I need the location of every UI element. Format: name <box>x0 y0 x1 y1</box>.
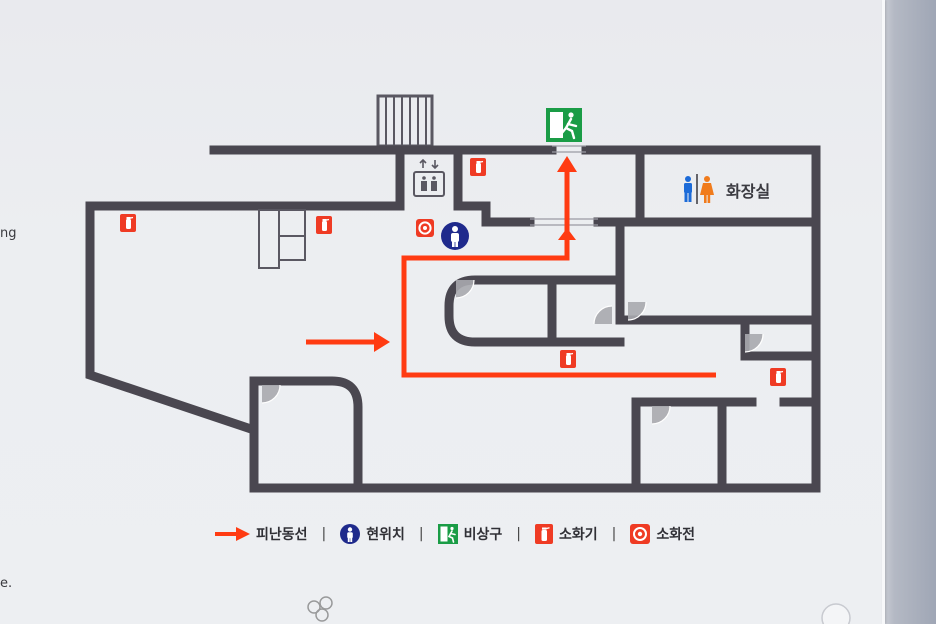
elevator-icon <box>413 158 445 197</box>
legend-item-evacuation-route: 피난동선 <box>214 524 308 544</box>
evacuation-route-arrow-icon <box>215 527 250 541</box>
fire-hydrant-icon <box>630 524 651 544</box>
emergency-exit-icon <box>546 108 582 142</box>
restroom-label: 화장실 <box>726 182 771 201</box>
legend-item-fire-extinguisher: 소화기 <box>534 524 598 544</box>
legend-separator: | <box>516 526 521 542</box>
walls <box>85 145 821 493</box>
kiosk-structure <box>258 209 306 269</box>
legend-separator: | <box>321 526 327 542</box>
legend-separator: | <box>611 526 617 542</box>
side-text-fragment-top: ng <box>0 226 17 241</box>
emergency-exit-icon <box>437 524 458 544</box>
side-text-fragment-bottom: e. <box>0 576 13 591</box>
stairs <box>376 94 434 148</box>
floor-plan <box>85 94 851 624</box>
legend-separator: | <box>418 526 424 542</box>
legend-label: 비상구 <box>463 527 503 543</box>
legend-label: 현위치 <box>366 527 405 543</box>
legend-item-emergency-exit: 비상구 <box>437 524 503 544</box>
legend-item-fire-hydrant: 소화전 <box>630 524 695 544</box>
restroom-icon <box>684 174 714 204</box>
evacuation-map-board <box>0 0 884 624</box>
evacuation-route-arrowheads <box>374 156 577 352</box>
wall-background <box>884 0 936 624</box>
legend-label: 소화기 <box>558 527 598 543</box>
board-edge <box>882 0 885 624</box>
legend-label: 피난동선 <box>256 527 308 543</box>
current-location-icon <box>340 524 361 544</box>
watermark-mark <box>307 596 333 622</box>
fire-extinguisher-icon <box>534 524 553 544</box>
fire-hydrant-icon <box>415 218 435 238</box>
exit-doorway <box>530 145 598 226</box>
mounting-hole <box>821 603 851 624</box>
legend-label: 소화전 <box>656 527 695 543</box>
current-location-icon <box>441 222 469 250</box>
legend: 피난동선 | 현위치 | 비상구 | 소화기 | <box>214 520 695 548</box>
legend-item-current-location: 현위치 <box>340 524 405 544</box>
